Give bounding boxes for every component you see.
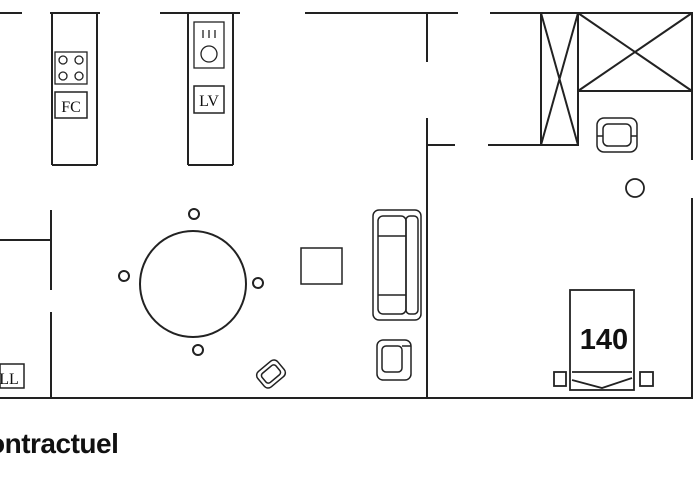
cooktop-icon <box>54 51 88 85</box>
bed-nightstand-right <box>639 371 654 387</box>
ll-label: LL <box>0 371 19 388</box>
armchair-icon <box>376 339 412 381</box>
bedroom-armchair-icon <box>596 117 638 153</box>
lv-label: LV <box>199 93 219 110</box>
ll-appliance: LL <box>0 363 25 389</box>
dining-table <box>118 208 264 356</box>
kitchen-counter-cooktop: FC <box>51 13 98 166</box>
sofa-icon <box>372 209 422 321</box>
round-side-table <box>625 178 645 198</box>
coffee-table <box>300 247 343 285</box>
lv-box <box>193 85 225 114</box>
chair-right <box>252 277 264 289</box>
chair-bottom <box>192 344 204 356</box>
fc-label: FC <box>61 99 81 116</box>
bed-nightstand-left <box>553 371 567 387</box>
interior-walls <box>0 13 541 398</box>
wardrobes <box>540 12 693 146</box>
chair-top <box>188 208 200 220</box>
fc-box <box>54 91 88 119</box>
bed-size-label: 140 <box>580 324 628 356</box>
rotated-chair-icon <box>255 359 287 389</box>
sink-icon <box>193 21 225 69</box>
chair-left <box>118 270 130 282</box>
kitchen-counter-sink: LV <box>187 13 234 166</box>
bed-icon <box>553 289 654 391</box>
plan-caption: ontractuel <box>0 428 119 459</box>
